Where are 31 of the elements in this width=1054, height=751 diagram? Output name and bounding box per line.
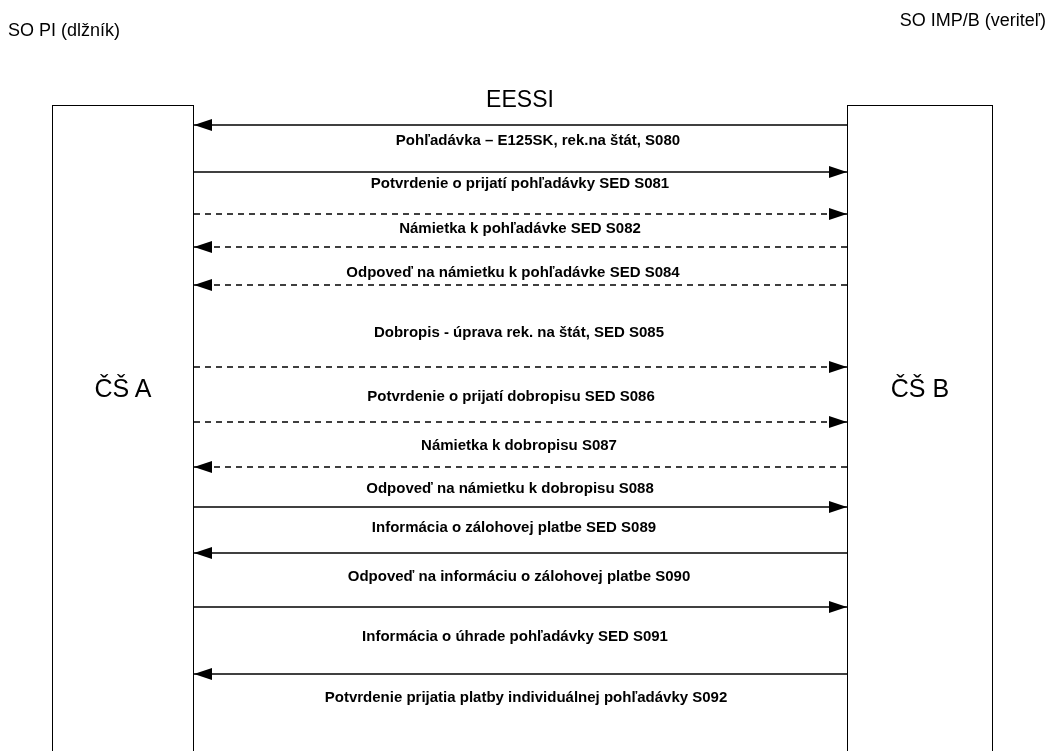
participant-box	[847, 105, 993, 751]
edge-label: Potvrdenie o prijatí dobropisu SED S086	[367, 387, 655, 404]
edge-label: Odpoveď na námietku k pohľadávke SED S084	[346, 263, 680, 280]
edge-label: Námietka k dobropisu S087	[421, 436, 617, 453]
edge-label: Potvrdenie o prijatí pohľadávky SED S081	[370, 174, 670, 191]
participant-box	[52, 105, 194, 751]
diagram-title: EESSI	[486, 86, 554, 113]
edge-label: Potvrdenie prijatia platby individuálnej pohľadávky S092	[324, 688, 728, 705]
edge-label: Odpoveď na námietku k dobropisu S088	[366, 479, 654, 496]
arrow	[193, 166, 848, 178]
arrow	[193, 601, 848, 613]
arrow	[193, 119, 848, 131]
edge-label: Informácia o zálohovej platbe SED S089	[371, 518, 657, 535]
arrow	[193, 501, 848, 513]
edge-label: Pohľadávka – E125SK, rek.na štát, S080	[395, 131, 681, 148]
dashed-arrow	[193, 279, 848, 291]
edge-label: Dobropis - úprava rek. na štát, SED S085	[373, 323, 665, 340]
edge-label: Informácia o úhrade pohľadávky SED S091	[362, 627, 668, 644]
dashed-arrow	[193, 461, 848, 473]
dashed-arrow	[193, 241, 848, 253]
edge-label: Odpoveď na informáciu o zálohovej platbe S090	[347, 567, 691, 584]
party-label: SO PI (dlžník)	[8, 20, 121, 41]
participant-name: ČŠ B	[889, 374, 951, 403]
dashed-arrow	[193, 361, 848, 373]
dashed-arrow	[193, 416, 848, 428]
edge-label: Námietka k pohľadávke SED S082	[399, 219, 641, 236]
party-label: SO IMP/B (veriteľ)	[899, 10, 1046, 31]
dashed-arrow	[193, 208, 848, 220]
arrow	[193, 547, 848, 559]
participant-name: ČŠ A	[93, 374, 153, 403]
arrow	[193, 668, 848, 680]
